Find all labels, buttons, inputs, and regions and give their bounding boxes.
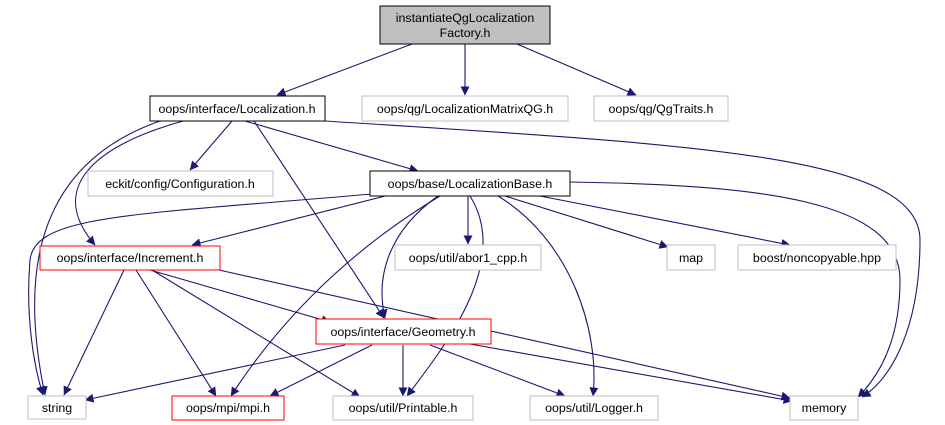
node-layer: instantiateQgLocalization Factory.h oops… [27, 5, 897, 421]
edge-root-qgtraits [516, 43, 637, 96]
node-geometry-label: oops/interface/Geometry.h [330, 325, 475, 339]
edge-loc-string [34, 120, 161, 396]
node-configuration[interactable]: eckit/config/Configuration.h [87, 170, 274, 197]
node-boost-noncopyable[interactable]: boost/noncopyable.hpp [737, 244, 897, 271]
node-string-label: string [42, 401, 72, 415]
edge-incr-geom [149, 269, 331, 324]
edge-locbase-boost [539, 195, 791, 248]
node-increment-label: oops/interface/Increment.h [57, 251, 204, 265]
edge-locbase-mpi [230, 195, 441, 397]
node-configuration-label: eckit/config/Configuration.h [105, 177, 255, 191]
node-localization-matrix-qg-label: oops/qg/LocalizationMatrixQG.h [377, 102, 553, 116]
edge-locbase-map [504, 195, 669, 249]
node-printable-label: oops/util/Printable.h [349, 401, 458, 415]
node-geometry[interactable]: oops/interface/Geometry.h [315, 318, 492, 345]
edge-geom-memory [469, 343, 793, 404]
node-boost-noncopyable-label: boost/noncopyable.hpp [753, 251, 881, 265]
node-printable[interactable]: oops/util/Printable.h [332, 395, 474, 421]
node-root-label-line2: Factory.h [440, 26, 491, 40]
edge-loc-incr [75, 120, 184, 246]
node-memory-label: memory [802, 401, 848, 415]
node-string[interactable]: string [27, 395, 87, 420]
edge-loc-geom [253, 120, 385, 319]
edge-loc-locbase [244, 120, 419, 173]
node-increment[interactable]: oops/interface/Increment.h [39, 245, 221, 271]
edge-geom-mpi [269, 344, 373, 397]
node-localization-matrix-qg[interactable]: oops/qg/LocalizationMatrixQG.h [361, 95, 569, 122]
edge-locbase-string [28, 193, 373, 396]
node-root[interactable]: instantiateQgLocalization Factory.h [379, 5, 551, 45]
node-map-label: map [679, 251, 703, 265]
node-localization-h[interactable]: oops/interface/Localization.h [149, 95, 326, 122]
node-memory[interactable]: memory [789, 395, 859, 421]
edge-geom-logger [429, 344, 566, 398]
node-localization-h-label: oops/interface/Localization.h [158, 102, 315, 116]
edge-locbase-geom [378, 195, 439, 319]
node-logger[interactable]: oops/util/Logger.h [529, 395, 659, 421]
edge-incr-memory [209, 267, 791, 401]
node-abor1[interactable]: oops/util/abor1_cpp.h [394, 244, 542, 271]
node-mpi[interactable]: oops/mpi/mpi.h [171, 395, 285, 421]
node-qgtraits[interactable]: oops/qg/QgTraits.h [593, 95, 729, 122]
edge-layer [28, 43, 921, 404]
node-mpi-label: oops/mpi/mpi.h [186, 401, 270, 415]
node-map[interactable]: map [666, 244, 716, 271]
edge-locbase-logger [497, 195, 599, 397]
edge-root-loc [276, 43, 413, 97]
node-logger-label: oops/util/Logger.h [545, 401, 643, 415]
edge-locbase-memory [569, 181, 901, 398]
edge-loc-memory [324, 120, 921, 398]
node-qgtraits-label: oops/qg/QgTraits.h [609, 102, 714, 116]
edge-incr-printable [151, 269, 361, 398]
node-localization-base[interactable]: oops/base/LocalizationBase.h [369, 170, 571, 197]
edge-loc-conf [189, 120, 233, 171]
edge-incr-mpi [135, 269, 217, 397]
node-abor1-label: oops/util/abor1_cpp.h [409, 251, 528, 265]
node-localization-base-label: oops/base/LocalizationBase.h [388, 177, 553, 191]
edge-geom-string [84, 344, 346, 403]
edge-locbase-printable [406, 195, 484, 397]
node-root-label-line1: instantiateQgLocalization [396, 11, 535, 25]
edge-locbase-incr [191, 195, 386, 248]
edge-incr-string [63, 269, 125, 396]
